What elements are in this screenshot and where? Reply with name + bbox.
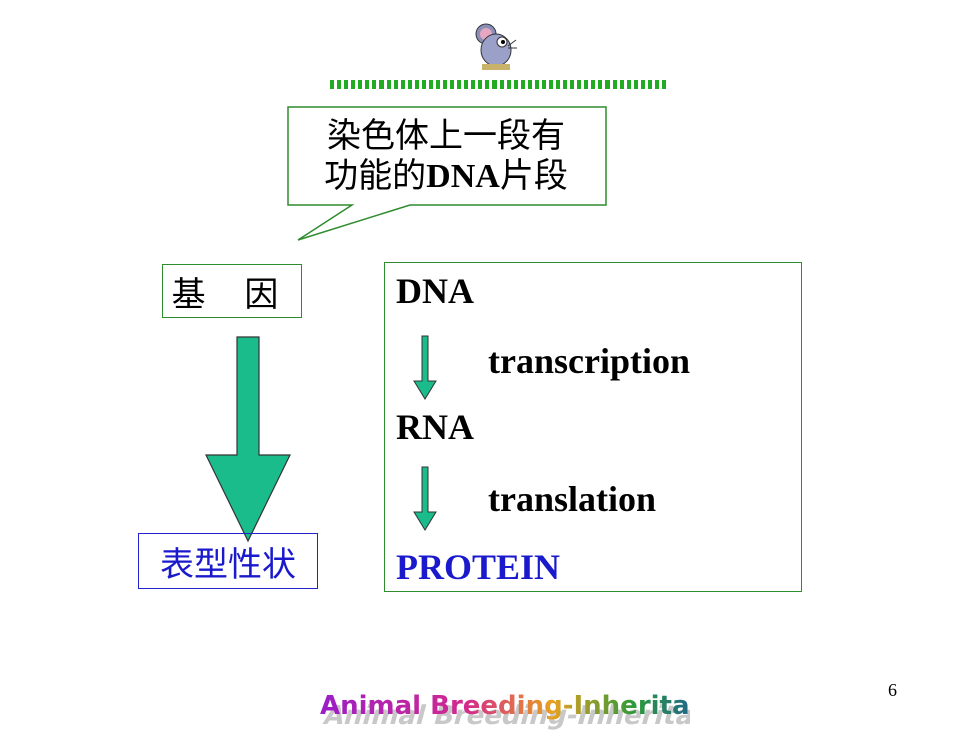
divider-dash xyxy=(647,80,652,89)
divider-dash xyxy=(506,80,511,89)
divider-dash xyxy=(358,80,363,89)
transcription-label: transcription xyxy=(488,341,690,381)
divider-dash xyxy=(464,80,469,89)
divider-dash xyxy=(612,80,617,89)
divider-dash xyxy=(548,80,553,89)
divider-dash xyxy=(520,80,525,89)
divider-dash xyxy=(563,80,568,89)
divider-dash xyxy=(633,80,638,89)
divider-dash xyxy=(527,80,532,89)
divider-dash xyxy=(337,80,342,89)
divider-dash xyxy=(499,80,504,89)
down-arrow-icon xyxy=(205,336,291,543)
divider-dash xyxy=(584,80,589,89)
divider-dash xyxy=(541,80,546,89)
footer-wordart: Animal Breeding-Inheritance Animal Breed… xyxy=(320,691,690,730)
dna-label: DNA xyxy=(396,271,474,311)
mouse-icon xyxy=(475,23,517,70)
rna-label: RNA xyxy=(396,407,474,447)
divider-dash xyxy=(556,80,561,89)
divider-dash xyxy=(330,80,335,89)
divider-dash xyxy=(661,80,666,89)
divider-dash xyxy=(344,80,349,89)
callout-text: 染色体上一段有 功能的DNA片段 xyxy=(296,116,596,197)
divider-dash xyxy=(591,80,596,89)
footer-text: Animal Breeding-Inheritance xyxy=(320,691,690,721)
divider-dash xyxy=(626,80,631,89)
transcription-arrow-icon xyxy=(413,335,437,400)
divider-dash xyxy=(577,80,582,89)
divider-dash xyxy=(570,80,575,89)
divider-dash xyxy=(386,80,391,89)
divider-dash xyxy=(393,80,398,89)
divider-dash xyxy=(478,80,483,89)
phenotype-box: 表型性状 xyxy=(138,533,318,589)
divider-dash xyxy=(654,80,659,89)
divider-dash xyxy=(421,80,426,89)
divider-dash xyxy=(450,80,455,89)
divider-dash xyxy=(351,80,356,89)
divider-dash xyxy=(605,80,610,89)
divider-dash xyxy=(379,80,384,89)
divider-dash xyxy=(407,80,412,89)
divider-dash xyxy=(428,80,433,89)
central-dogma-box xyxy=(384,262,802,592)
divider-dash xyxy=(365,80,370,89)
divider-dash xyxy=(598,80,603,89)
divider-dash xyxy=(372,80,377,89)
callout-line-2: 功能的DNA片段 xyxy=(324,156,568,196)
divider-dash xyxy=(457,80,462,89)
divider-dash xyxy=(534,80,539,89)
callout-line-1: 染色体上一段有 xyxy=(327,116,565,156)
divider-dash xyxy=(471,80,476,89)
dashed-divider xyxy=(330,80,666,89)
page-number: 6 xyxy=(888,680,897,700)
divider-dash xyxy=(485,80,490,89)
divider-dash xyxy=(435,80,440,89)
divider-dash xyxy=(640,80,645,89)
gene-box: 基 因 xyxy=(162,264,302,318)
divider-dash xyxy=(400,80,405,89)
translation-arrow-icon xyxy=(413,466,437,531)
divider-dash xyxy=(619,80,624,89)
footer-shadow: Animal Breeding-Inheritance xyxy=(320,700,690,730)
divider-dash xyxy=(443,80,448,89)
divider-dash xyxy=(513,80,518,89)
divider-dash xyxy=(414,80,419,89)
divider-dash xyxy=(492,80,497,89)
callout-bubble xyxy=(287,106,607,241)
translation-label: translation xyxy=(488,479,657,519)
protein-label: PROTEIN xyxy=(396,547,561,587)
